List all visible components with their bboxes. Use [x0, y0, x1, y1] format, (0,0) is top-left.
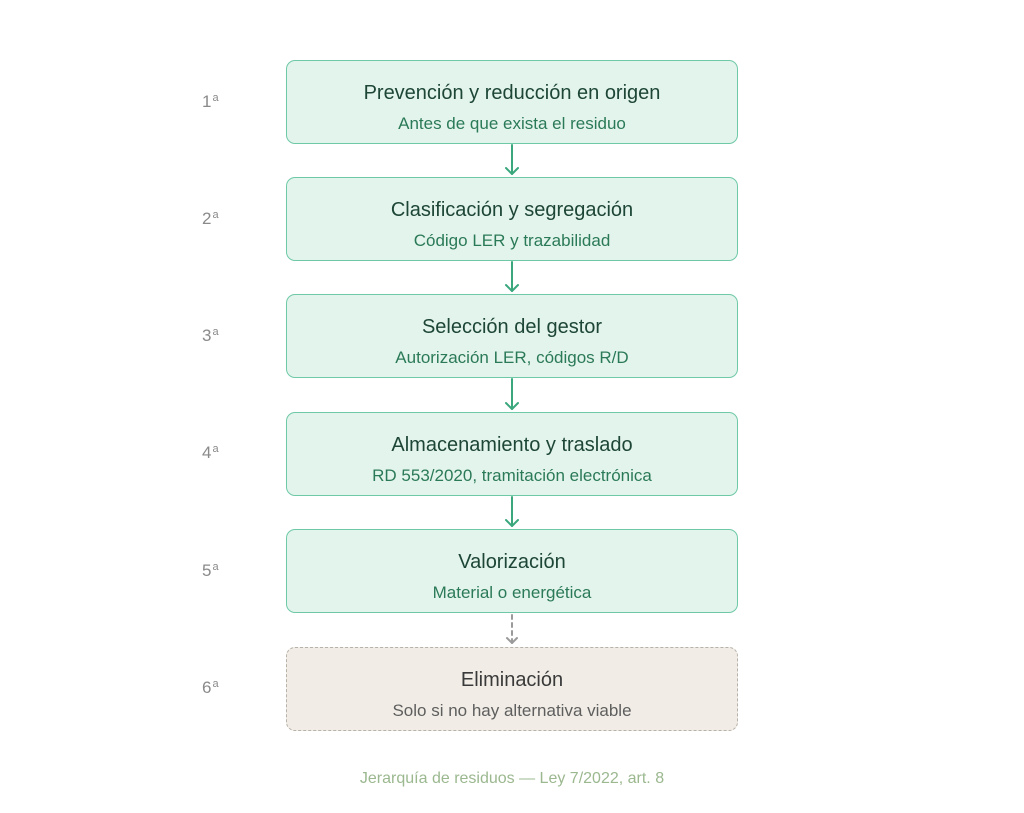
step-title: Valorización: [458, 551, 566, 573]
step-subtitle: Antes de que exista el residuo: [398, 114, 626, 133]
arrow-5-to-6-dashed: [506, 614, 518, 644]
step-number-6: 6a: [202, 678, 219, 697]
step-subtitle: Código LER y trazabilidad: [413, 231, 611, 250]
step-title: Prevención y reducción en origen: [363, 82, 661, 104]
arrow-3-to-4: [505, 378, 519, 410]
step-number-3: 3a: [202, 326, 219, 345]
step-title: Almacenamiento y traslado: [391, 434, 633, 456]
step-title: Clasificación y segregación: [390, 199, 634, 221]
step-box-valorizacion: Valorización Material o energética: [286, 529, 738, 613]
step-box-seleccion: Selección del gestor Autorización LER, c…: [286, 294, 738, 378]
arrow-1-to-2: [505, 144, 519, 175]
step-number-2: 2a: [202, 209, 219, 228]
step-box-almacenamiento: Almacenamiento y traslado RD 553/2020, t…: [286, 412, 738, 496]
figure-caption: Jerarquía de residuos — Ley 7/2022, art.…: [359, 770, 665, 787]
step-number-1: 1a: [202, 92, 219, 111]
step-number-4: 4a: [202, 443, 219, 462]
step-box-eliminacion: Eliminación Solo si no hay alternativa v…: [286, 647, 738, 731]
step-box-clasificacion: Clasificación y segregación Código LER y…: [286, 177, 738, 261]
step-box-prevencion: Prevención y reducción en origen Antes d…: [286, 60, 738, 144]
arrow-2-to-3: [505, 261, 519, 292]
step-subtitle: RD 553/2020, tramitación electrónica: [372, 466, 652, 485]
step-subtitle: Material o energética: [432, 583, 592, 602]
step-subtitle: Solo si no hay alternativa viable: [392, 701, 632, 720]
arrow-4-to-5: [505, 496, 519, 527]
step-number-5: 5a: [202, 561, 219, 580]
step-title: Eliminación: [460, 669, 564, 691]
step-subtitle: Autorización LER, códigos R/D: [395, 348, 629, 367]
step-title: Selección del gestor: [421, 316, 603, 338]
